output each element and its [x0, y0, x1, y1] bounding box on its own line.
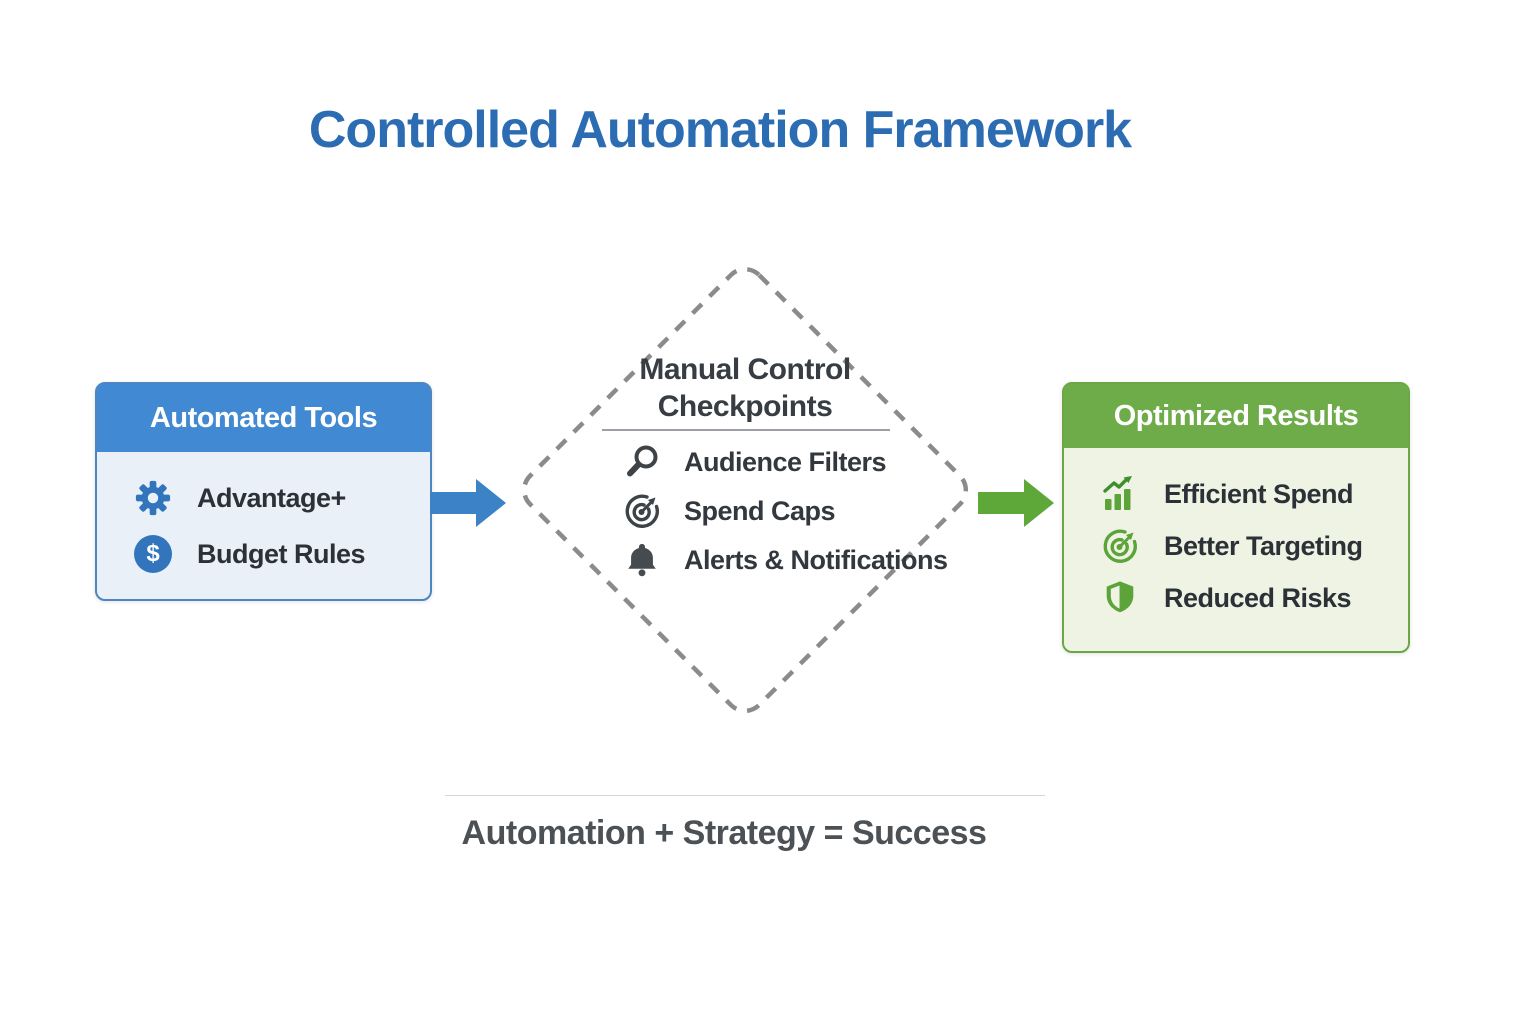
dollar-icon: $ [133, 534, 173, 574]
diamond-title-divider [602, 429, 890, 431]
list-item-label: Spend Caps [684, 495, 836, 526]
footer-divider [445, 795, 1045, 796]
shield-icon [1100, 578, 1140, 618]
list-item: Audience Filters [622, 442, 948, 482]
checkpoint-diamond-outline [521, 266, 969, 714]
automated-tools-header: Automated Tools [97, 384, 430, 452]
target-icon [622, 491, 662, 531]
gear-icon [133, 478, 173, 518]
list-item: Spend Caps [622, 491, 948, 531]
arrow-left-to-diamond [430, 479, 506, 527]
page-title: Controlled Automation Framework [308, 101, 1132, 159]
list-item-label: Budget Rules [197, 538, 366, 569]
diamond-title-line2: Checkpoints [657, 390, 833, 423]
list-item-label: Reduced Risks [1164, 582, 1352, 613]
list-item: Advantage+ [133, 478, 430, 518]
optimized-results-panel: Optimized Results Efficient Spend [1062, 382, 1410, 653]
bell-icon [622, 540, 662, 580]
list-item-label: Advantage+ [197, 482, 346, 513]
list-item-label: Alerts & Notifications [684, 544, 948, 575]
list-item: Efficient Spend [1100, 474, 1408, 514]
list-item: Alerts & Notifications [622, 540, 948, 580]
list-item: Reduced Risks [1100, 578, 1408, 618]
diamond-title: Manual Control Checkpoints [595, 351, 895, 425]
list-item-label: Better Targeting [1164, 530, 1363, 561]
diamond-item-list: Audience Filters Spend Caps [622, 442, 948, 580]
optimized-results-header: Optimized Results [1064, 384, 1408, 448]
diamond-title-line1: Manual Control [639, 353, 851, 386]
list-item: $ Budget Rules [133, 534, 430, 574]
list-item: Better Targeting [1100, 526, 1408, 566]
magnifier-icon [622, 442, 662, 482]
arrow-diamond-to-right [978, 479, 1054, 527]
automated-tools-panel: Automated Tools Advantage+ [95, 382, 432, 601]
target-icon [1100, 526, 1140, 566]
chart-growth-icon [1100, 474, 1140, 514]
list-item-label: Audience Filters [684, 446, 887, 477]
footer-caption: Automation + Strategy = Success [461, 814, 987, 852]
list-item-label: Efficient Spend [1164, 478, 1354, 509]
